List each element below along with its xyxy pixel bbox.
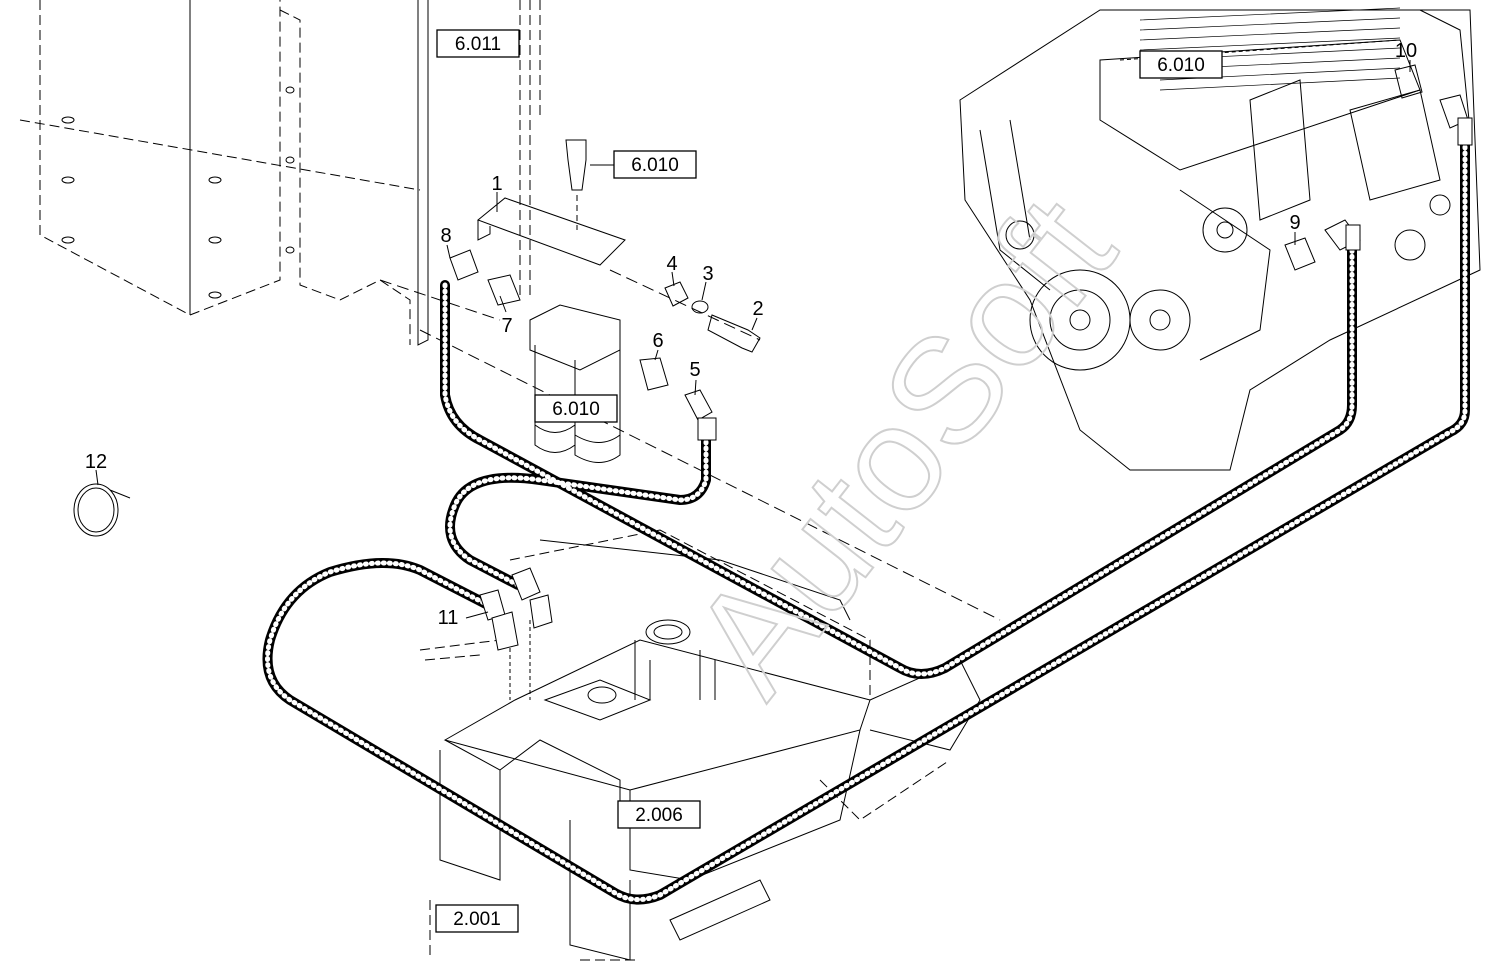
reference-label: 6.011 xyxy=(455,34,501,55)
reference-label: 2.006 xyxy=(635,805,683,826)
callout-8[interactable]: 8 xyxy=(440,225,451,247)
callout-12[interactable]: 12 xyxy=(85,451,107,473)
reference-box-6010-engine[interactable]: 6.010 xyxy=(1139,50,1223,79)
callout-1[interactable]: 1 xyxy=(491,173,502,195)
callout-4[interactable]: 4 xyxy=(666,253,677,275)
radiator-fins xyxy=(1139,7,1401,91)
watermark: AutoSoft xyxy=(659,167,1146,724)
cab-slots xyxy=(61,86,295,299)
callout-7[interactable]: 7 xyxy=(501,315,512,337)
tie-strap xyxy=(73,483,131,537)
cab-frame-left xyxy=(19,0,421,345)
hoses xyxy=(262,130,1470,905)
reference-label: 6.010 xyxy=(631,155,679,176)
reference-box-2006[interactable]: 2.006 xyxy=(617,800,701,829)
bracket xyxy=(477,197,626,266)
engine-fittings xyxy=(1284,64,1469,271)
fuel-filter xyxy=(529,304,621,463)
callout-leaders xyxy=(95,60,1411,619)
callout-11[interactable]: 11 xyxy=(438,607,459,629)
reference-label: 2.001 xyxy=(453,909,501,930)
callout-2[interactable]: 2 xyxy=(752,298,763,320)
bolt-top xyxy=(565,139,587,191)
callout-9[interactable]: 9 xyxy=(1289,212,1300,234)
pillar xyxy=(417,0,541,346)
reference-label: 6.010 xyxy=(1157,55,1205,76)
reference-label: 6.010 xyxy=(552,399,600,420)
reference-box-6010-bolt[interactable]: 6.010 xyxy=(590,150,697,179)
callout-3[interactable]: 3 xyxy=(702,263,713,285)
callout-6[interactable]: 6 xyxy=(652,330,663,352)
hose-end-fittings xyxy=(479,117,1473,651)
reference-box-2001[interactable]: 2.001 xyxy=(435,904,519,933)
reference-box-6011[interactable]: 6.011 xyxy=(436,29,520,58)
reference-box-6010-filter[interactable]: 6.010 xyxy=(534,394,618,423)
callout-10[interactable]: 10 xyxy=(1395,40,1417,62)
engine xyxy=(959,9,1481,471)
callout-5[interactable]: 5 xyxy=(689,359,700,381)
